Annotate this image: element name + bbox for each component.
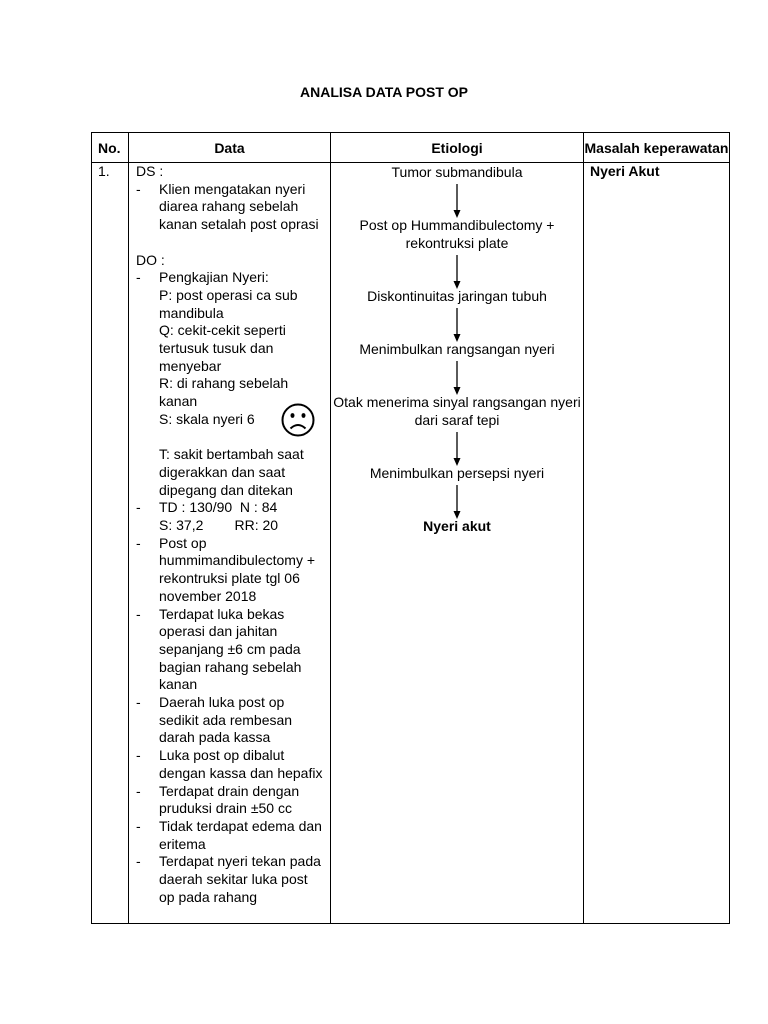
pain-q: Q: cekit-cekit seperti tertusuk tusuk da… <box>159 322 286 374</box>
list-item: -Klien mengatakan nyeri diarea rahang se… <box>136 181 324 234</box>
pain-t: T: sakit bertambah saat digerakkan dan s… <box>159 446 304 498</box>
down-arrow-icon <box>453 184 461 218</box>
etiologi-step: Menimbulkan rangsangan nyeri <box>359 341 555 357</box>
pain-r: R: di rahang sebelah kanan <box>159 375 289 410</box>
masalah-cell: Nyeri Akut <box>583 162 730 924</box>
header-data: Data <box>128 132 331 163</box>
header-masalah: Masalah keperawatan <box>583 132 730 163</box>
down-arrow-icon <box>453 485 461 519</box>
header-etiologi: Etiologi <box>330 132 584 163</box>
row-number: 1. <box>91 162 129 924</box>
vitals-line-2: S: 37,2 RR: 20 <box>159 517 279 534</box>
pain-s: S: skala nyeri 6 <box>159 410 255 427</box>
list-item: -Post op hummimandibulectomy + rekontruk… <box>136 534 316 604</box>
sad-face-icon <box>281 403 315 437</box>
list-item: -Terdapat luka bekas operasi dan jahitan… <box>136 605 302 693</box>
table-row: 1. DS : -Klien mengatakan nyeri diarea r… <box>91 162 730 924</box>
table-header-row: No. Data Etiologi Masalah keperawatan <box>91 132 730 163</box>
vitals-line-1: TD : 130/90 N : 84 <box>159 499 278 516</box>
header-no: No. <box>91 132 129 163</box>
do-label: DO : <box>136 251 165 268</box>
analysis-table: No. Data Etiologi Masalah keperawatan 1.… <box>91 132 730 924</box>
down-arrow-icon <box>453 361 461 395</box>
etiologi-step: Otak menerima sinyal rangsangan nyeri da… <box>333 394 581 428</box>
list-item: -Luka post op dibalut dengan kassa dan h… <box>136 747 323 781</box>
etiologi-cell: Tumor submandibula Post op Hummandibulec… <box>330 162 584 924</box>
etiologi-step: Diskontinuitas jaringan tubuh <box>367 288 547 304</box>
list-item: -Pengkajian Nyeri: <box>136 269 324 287</box>
etiologi-step: Post op Hummandibulectomy + rekontruksi … <box>359 217 555 251</box>
page-title: ANALISA DATA POST OP <box>300 84 468 100</box>
list-item: -Terdapat nyeri tekan pada daerah sekita… <box>136 853 321 905</box>
down-arrow-icon <box>453 308 461 342</box>
data-cell: DS : -Klien mengatakan nyeri diarea raha… <box>128 162 331 924</box>
pain-p: P: post operasi ca sub mandibula <box>159 286 298 321</box>
ds-label: DS : <box>136 163 164 179</box>
list-item: -Daerah luka post op sedikit ada rembesa… <box>136 694 293 746</box>
list-item: -TD : 130/90 N : 84 <box>136 499 324 517</box>
ds-item: Klien mengatakan nyeri diarea rahang seb… <box>159 180 319 233</box>
down-arrow-icon <box>453 432 461 466</box>
list-item: -Terdapat drain dengan pruduksi drain ±5… <box>136 782 300 817</box>
etiologi-result: Nyeri akut <box>423 518 491 534</box>
down-arrow-icon <box>453 255 461 289</box>
etiologi-step: Tumor submandibula <box>391 164 523 180</box>
pain-assessment-label: Pengkajian Nyeri: <box>159 269 269 286</box>
list-item: -Tidak terdapat edema dan eritema <box>136 817 322 852</box>
etiologi-step: Menimbulkan persepsi nyeri <box>369 465 545 481</box>
